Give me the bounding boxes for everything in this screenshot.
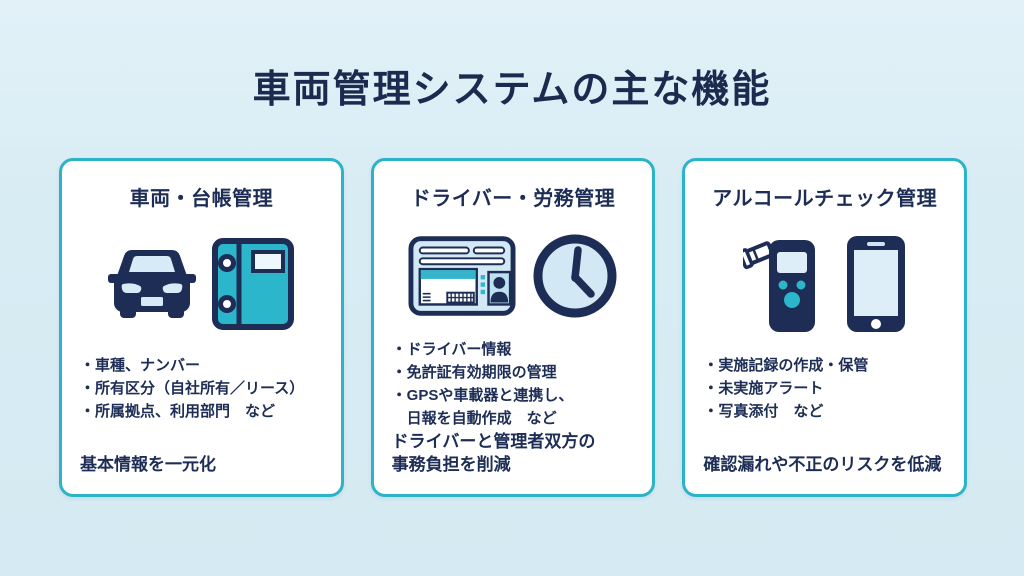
- bullet-item: ・所有区分（自社所有／リース）: [80, 379, 305, 397]
- cards-row: 車両・台帳管理: [59, 158, 968, 497]
- card-title: アルコールチェック管理: [712, 188, 938, 210]
- bullet-item: ・車種、ナンバー: [80, 357, 201, 374]
- card-summary: 基本情報を一元化: [80, 455, 216, 475]
- ledger-icon: [212, 238, 295, 330]
- smartphone-icon: [846, 236, 905, 332]
- card-icons: [392, 233, 635, 319]
- bullet-list: ・実施記録の作成・保管 ・未実施アラート ・写真添付 など: [703, 355, 946, 424]
- breathalyzer-icon: [742, 240, 815, 332]
- drivers-license-icon: [408, 236, 516, 316]
- card-icons: [80, 233, 323, 335]
- page-title: 車両管理システムの主な機能: [252, 69, 772, 111]
- card-summary: 確認漏れや不正のリスクを低減: [703, 455, 942, 475]
- bullet-item: ・GPSや車載器と連携し、 日報を自動作成 など: [391, 387, 574, 428]
- car-icon: [108, 250, 197, 318]
- card-icons: [703, 233, 946, 335]
- card-vehicle-ledger: 車両・台帳管理: [59, 158, 344, 497]
- card-summary: ドライバーと管理者双方の 事務負担を削減: [391, 432, 596, 475]
- bullet-item: ・写真添付 など: [703, 402, 824, 420]
- bullet-item: ・所属拠点、利用部門 など: [80, 402, 276, 420]
- card-driver-labor: ドライバー・労務管理: [370, 158, 656, 497]
- bullet-list: ・車種、ナンバー ・所有区分（自社所有／リース） ・所属拠点、利用部門 など: [80, 355, 323, 424]
- clock-icon: [533, 234, 617, 318]
- bullet-list: ・ドライバー情報 ・免許証有効期限の管理 ・GPSや車載器と連携し、 日報を自動…: [392, 339, 635, 431]
- card-title: 車両・台帳管理: [129, 188, 274, 210]
- bullet-item: ・実施記録の作成・保管: [703, 357, 869, 374]
- card-alcohol-check: アルコールチェック管理: [682, 158, 968, 497]
- bullet-item: ・ドライバー情報: [391, 341, 512, 359]
- bullet-item: ・未実施アラート: [703, 379, 824, 397]
- bullet-item: ・免許証有効期限の管理: [391, 364, 557, 382]
- card-title: ドライバー・労務管理: [410, 188, 616, 210]
